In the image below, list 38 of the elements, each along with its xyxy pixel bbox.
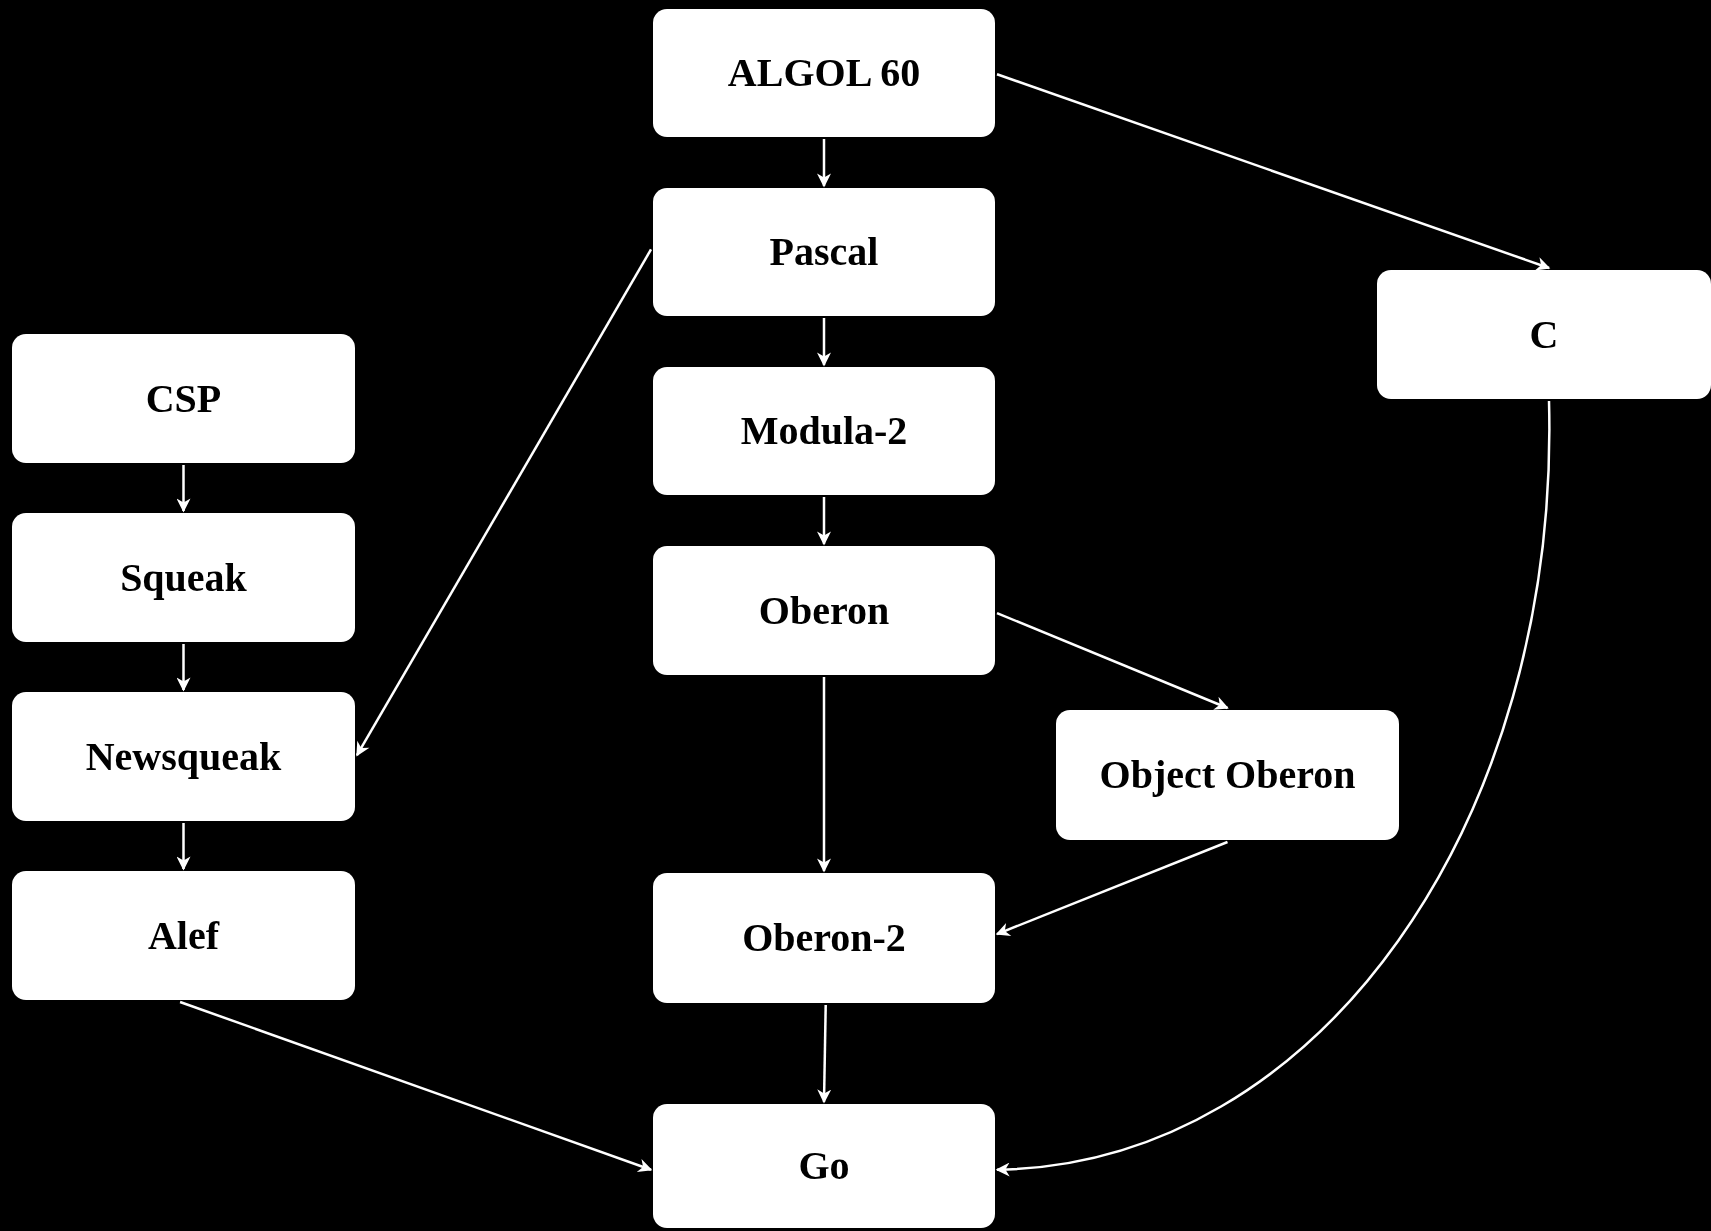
language-box <box>653 188 995 316</box>
language-box <box>1377 270 1711 399</box>
arrow <box>996 73 1551 271</box>
language-name: Squeak <box>120 553 247 602</box>
language-box <box>1056 710 1399 840</box>
arrow <box>996 611 1229 710</box>
language-name: Oberon <box>758 586 890 635</box>
arrow <box>995 400 1551 1176</box>
language-name: Alef <box>147 911 220 960</box>
arrow <box>817 139 831 188</box>
language-box <box>653 1104 995 1228</box>
language-name: Pascal <box>769 228 879 276</box>
language-name: CSP <box>145 374 222 423</box>
arrow <box>817 497 831 546</box>
arrow <box>817 318 831 367</box>
language-name: Object Oberon <box>1099 751 1356 799</box>
arrow <box>355 248 653 757</box>
arrow <box>176 823 191 871</box>
language-box <box>12 692 355 821</box>
language-box <box>653 873 995 1003</box>
language-name: C <box>1529 310 1559 359</box>
arrow <box>176 465 191 513</box>
arrow <box>817 1004 832 1104</box>
arrow <box>817 677 831 873</box>
language-box <box>12 513 355 642</box>
language-box <box>653 367 995 495</box>
language-name: Go <box>798 1142 850 1190</box>
language-box <box>653 9 995 137</box>
arrow <box>995 840 1228 936</box>
language-box <box>12 871 355 1000</box>
language-box <box>653 546 995 675</box>
language-name: ALGOL 60 <box>727 49 921 97</box>
language-name: Modula-2 <box>740 407 908 455</box>
arrow <box>176 644 191 692</box>
language-name: Oberon-2 <box>742 914 906 962</box>
language-name: Newsqueak <box>85 732 282 781</box>
arrow <box>179 1000 653 1173</box>
language-box <box>12 334 355 463</box>
